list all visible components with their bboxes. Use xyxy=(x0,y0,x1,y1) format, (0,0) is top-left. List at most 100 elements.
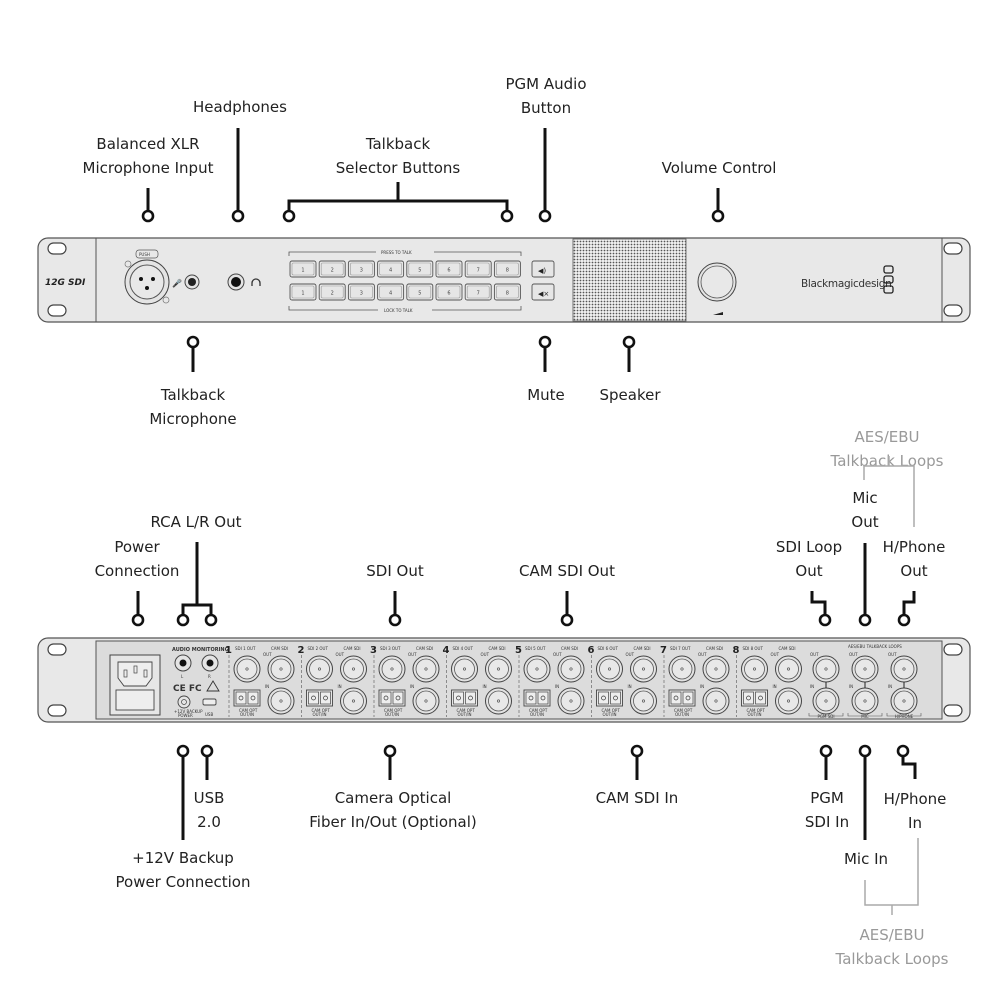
lock-to-talk-button-5[interactable]: 5 xyxy=(406,283,434,301)
callout-dot xyxy=(200,744,214,758)
lock-to-talk-button-4[interactable]: 4 xyxy=(377,283,405,301)
rear-callouts: RCA L/R Out Power Connection SDI Out CAM… xyxy=(95,428,949,968)
cam-sdi-in-bnc[interactable] xyxy=(485,687,512,715)
power-connector[interactable] xyxy=(109,654,161,716)
pgm-audio-button[interactable]: ◀) xyxy=(531,260,555,278)
press-to-talk-button-5[interactable]: 5 xyxy=(406,260,434,278)
cam-sdi-out-bnc[interactable] xyxy=(340,655,367,683)
sdi-out-label: SDI 1 OUT xyxy=(235,646,256,651)
press-to-talk-button-2[interactable]: 2 xyxy=(318,260,346,278)
callout-usb: USB xyxy=(194,789,225,807)
lock-to-talk-button-6[interactable]: 6 xyxy=(435,283,463,301)
headphone-jack[interactable] xyxy=(227,273,245,291)
sdi-out-bnc[interactable] xyxy=(741,655,768,683)
loop-out-bnc[interactable] xyxy=(851,655,879,683)
loop-in-bnc[interactable] xyxy=(812,687,840,715)
sdi-out-bnc[interactable] xyxy=(378,655,406,683)
mute-button[interactable]: ◀× xyxy=(531,283,555,301)
press-to-talk-button-6[interactable]: 6 xyxy=(435,260,463,278)
sdi-out-bnc[interactable] xyxy=(451,655,478,683)
lock-to-talk-button-2[interactable]: 2 xyxy=(318,283,346,301)
callout-rca: RCA L/R Out xyxy=(151,513,242,531)
camera-optical-port[interactable] xyxy=(668,689,696,707)
cam-sdi-in-bnc[interactable] xyxy=(412,687,440,715)
sdi-out-bnc[interactable] xyxy=(523,655,551,683)
camera-optical-port[interactable] xyxy=(451,689,478,707)
sdi-out-bnc[interactable] xyxy=(306,655,333,683)
sdi-out-bnc[interactable] xyxy=(233,655,261,683)
callout-dot xyxy=(818,613,832,627)
cam-sdi-out-bnc[interactable] xyxy=(485,655,512,683)
channel-number: 8 xyxy=(733,645,740,656)
warning-icon xyxy=(206,680,220,692)
button-number: 7 xyxy=(477,291,480,297)
brand-mark-icon xyxy=(883,265,894,294)
volume-knob[interactable] xyxy=(697,262,737,315)
loop-out-bnc[interactable] xyxy=(812,655,840,683)
press-to-talk-button-3[interactable]: 3 xyxy=(347,260,375,278)
button-number: 1 xyxy=(301,291,304,297)
sdi-out-bnc[interactable] xyxy=(596,655,623,683)
channel-number: 4 xyxy=(443,645,450,656)
rca-left[interactable] xyxy=(174,654,192,672)
out-label: OUT xyxy=(771,652,780,657)
cam-sdi-in-bnc[interactable] xyxy=(702,687,730,715)
cam-sdi-out-bnc[interactable] xyxy=(267,655,295,683)
camera-optical-port[interactable] xyxy=(233,689,261,707)
press-to-talk-button-4[interactable]: 4 xyxy=(377,260,405,278)
channel-number: 5 xyxy=(515,645,522,656)
backup-power-jack[interactable] xyxy=(177,695,191,709)
cam-sdi-label: CAM SDI xyxy=(489,646,506,651)
audio-monitoring-label: AUDIO MONITORING xyxy=(172,647,229,653)
cam-opt-label: CAM OPT xyxy=(239,708,258,713)
callout-power-line2: Connection xyxy=(95,562,180,580)
camera-optical-port[interactable] xyxy=(523,689,551,707)
cam-sdi-in-bnc[interactable] xyxy=(557,687,585,715)
camera-optical-port[interactable] xyxy=(306,689,333,707)
cam-sdi-in-bnc[interactable] xyxy=(630,687,657,715)
button-number: 4 xyxy=(389,291,392,297)
cam-sdi-out-bnc[interactable] xyxy=(557,655,585,683)
press-to-talk-label: PRESS TO TALK xyxy=(381,250,412,255)
in-label: IN xyxy=(410,684,414,689)
lock-to-talk-button-1[interactable]: 1 xyxy=(289,283,317,301)
usb-port[interactable] xyxy=(202,698,217,706)
cam-sdi-in-bnc[interactable] xyxy=(340,687,367,715)
channel-number: 7 xyxy=(660,645,667,656)
press-to-talk-button-1[interactable]: 1 xyxy=(289,260,317,278)
callout-mic-out-line2: Out xyxy=(851,513,878,531)
mute-icon: ◀× xyxy=(538,290,549,298)
camera-optical-port[interactable] xyxy=(378,689,406,707)
cam-sdi-in-bnc[interactable] xyxy=(775,687,802,715)
callout-camera-optical: Camera Optical xyxy=(335,789,452,807)
cam-sdi-in-bnc[interactable] xyxy=(267,687,295,715)
sdi-out-bnc[interactable] xyxy=(668,655,696,683)
loop-out-bnc[interactable] xyxy=(890,655,918,683)
lock-to-talk-button-8[interactable]: 8 xyxy=(493,283,521,301)
rack-hole xyxy=(47,643,67,656)
press-to-talk-button-8[interactable]: 8 xyxy=(493,260,521,278)
cam-sdi-out-bnc[interactable] xyxy=(702,655,730,683)
in-label: IN xyxy=(773,684,777,689)
loop-in-bnc[interactable] xyxy=(851,687,879,715)
sdi-out-label: SDI 8 OUT xyxy=(743,646,764,651)
cam-sdi-out-bnc[interactable] xyxy=(775,655,802,683)
camera-optical-port[interactable] xyxy=(596,689,623,707)
rca-right[interactable] xyxy=(201,654,219,672)
in-label: IN xyxy=(888,684,892,689)
in-label: IN xyxy=(338,684,342,689)
lock-to-talk-button-3[interactable]: 3 xyxy=(347,283,375,301)
callout-hphone-out: H/Phone xyxy=(883,538,946,556)
xlr-input[interactable]: PUSH xyxy=(124,249,170,305)
callout-cam-sdi-out: CAM SDI Out xyxy=(519,562,615,580)
cam-sdi-out-bnc[interactable] xyxy=(412,655,440,683)
callout-mute: Mute xyxy=(527,386,565,404)
loop-in-bnc[interactable] xyxy=(890,687,918,715)
press-to-talk-button-7[interactable]: 7 xyxy=(464,260,492,278)
cam-sdi-out-bnc[interactable] xyxy=(630,655,657,683)
lock-to-talk-button-7[interactable]: 7 xyxy=(464,283,492,301)
callout-dot xyxy=(141,209,155,223)
camera-optical-port[interactable] xyxy=(741,689,768,707)
